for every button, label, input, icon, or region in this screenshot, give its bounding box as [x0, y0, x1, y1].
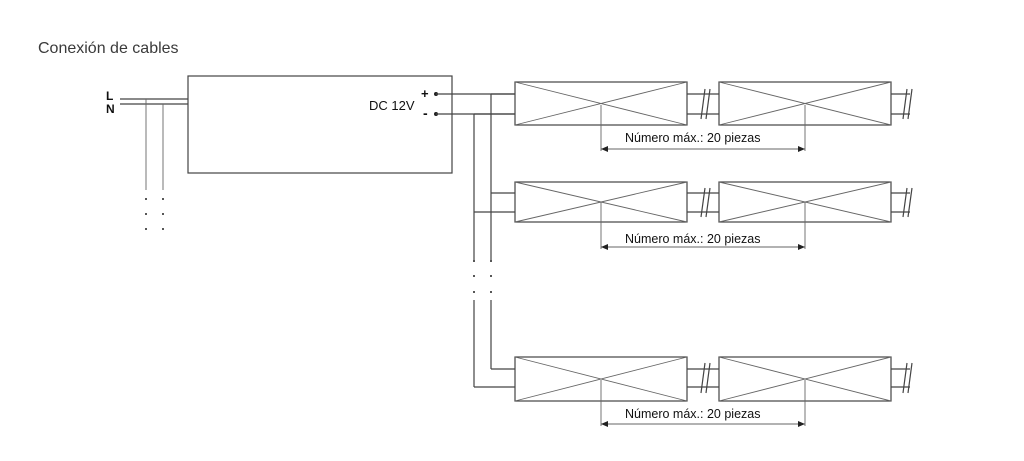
- max-pieces-label: Número máx.: 20 piezas: [625, 407, 760, 421]
- driver-voltage-label: DC 12V: [369, 98, 415, 113]
- continuation-dots-input: [145, 198, 164, 230]
- plus-sign: +: [421, 86, 429, 101]
- continuation-dots-bus: [473, 260, 492, 293]
- minus-sign: -: [423, 105, 428, 121]
- light-row-1: Número máx.: 20 piezas: [474, 81, 913, 152]
- diagram-title: Conexión de cables: [38, 40, 179, 57]
- power-driver: DC 12V + -: [187, 75, 453, 174]
- neutral-label: N: [106, 102, 115, 116]
- max-pieces-label: Número máx.: 20 piezas: [625, 232, 760, 246]
- light-row-3: Número máx.: 20 piezas: [474, 356, 913, 427]
- light-row-2: Número máx.: 20 piezas: [474, 181, 913, 250]
- driver-box: [187, 75, 453, 174]
- line-label: L: [106, 89, 113, 103]
- max-pieces-label: Número máx.: 20 piezas: [625, 131, 760, 145]
- mains-input: L N: [106, 89, 200, 230]
